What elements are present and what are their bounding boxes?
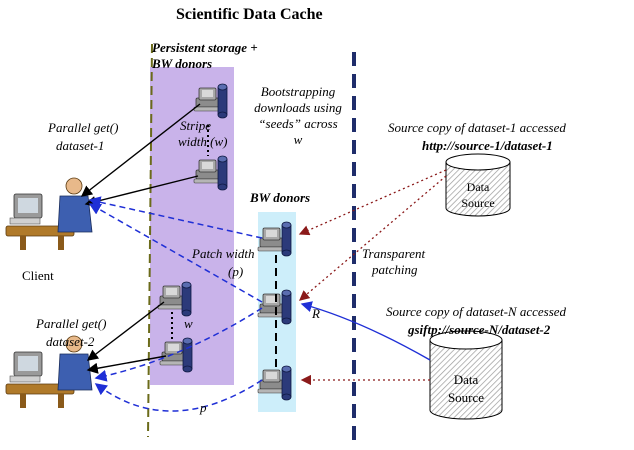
- parallel-get-arrow-1a: [80, 103, 201, 197]
- data-source-1-label-2: Source: [461, 196, 495, 210]
- persistent-storage-label-2: BW donors: [152, 56, 213, 71]
- data-source-1: [445, 153, 511, 217]
- bootstrapping-label-1: Bootstrapping: [260, 84, 336, 99]
- w-label: w: [184, 316, 193, 331]
- bootstrapping-label-2: downloads using: [254, 100, 342, 115]
- data-source-2-label-2: Source: [447, 390, 485, 405]
- client-label: Client: [22, 268, 54, 283]
- source-arrow-2: [299, 175, 447, 301]
- patch-arrow-2: [88, 203, 263, 303]
- source-arrow-1: [298, 169, 447, 236]
- cache-boundary-line: [147, 43, 153, 438]
- transparent-patching-label-1: Transparent: [362, 246, 426, 261]
- bw-donors-label: BW donors: [250, 190, 311, 205]
- patch-arrow-4: [94, 379, 263, 412]
- source-arrow-3: [300, 301, 431, 361]
- parallel-get-1-label: Parallel get(): [48, 120, 119, 135]
- parallel-get-1-dataset: dataset-1: [56, 138, 105, 153]
- persistent-storage-region: [150, 67, 234, 385]
- p-label: p: [200, 400, 207, 415]
- parallel-get-arrow-2a: [86, 301, 165, 361]
- patch-width-label-1: Patch width: [192, 246, 255, 261]
- parallel-get-2-label: Parallel get(): [36, 316, 107, 331]
- parallel-get-2-dataset: dataset-2: [46, 334, 95, 349]
- parallel-get-arrow-2b: [86, 355, 167, 374]
- bootstrapping-label-3: “seeds” across: [258, 116, 338, 131]
- client-computer-2: [5, 335, 93, 408]
- patch-arrow-3: [94, 307, 263, 382]
- diagram-title: Scientific Data Cache: [176, 6, 323, 23]
- client-computer-1: [5, 177, 93, 250]
- data-source-1-label-1: Data: [466, 180, 490, 194]
- sourceN-caption: Source copy of dataset-N accessed: [386, 304, 567, 319]
- persistent-storage-label: Persistent storage +: [152, 40, 258, 55]
- source1-caption: Source copy of dataset-1 accessed: [388, 120, 566, 135]
- sourceN-url: gsiftp://source-N/dataset-2: [408, 322, 551, 337]
- parallel-get-arrow-1b: [84, 175, 199, 208]
- source1-url: http://source-1/dataset-1: [422, 138, 553, 153]
- stripe-width-label-1: Stripe: [180, 118, 212, 133]
- transparent-patching-label-2: patching: [372, 262, 418, 277]
- r-label: R: [312, 306, 320, 321]
- patch-width-label-2: (p): [228, 264, 244, 279]
- data-source-2: [429, 330, 503, 420]
- bootstrapping-label-4: w: [293, 132, 303, 147]
- stripe-width-label-2: width (w): [178, 134, 228, 149]
- data-source-2-label-1: Data: [453, 372, 479, 387]
